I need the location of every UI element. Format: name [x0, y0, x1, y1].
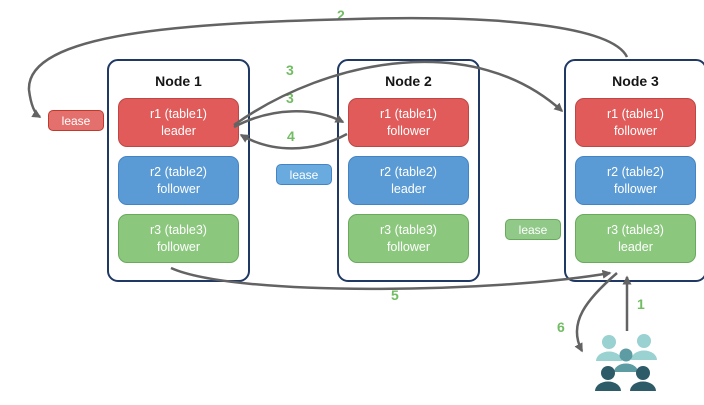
replica-name: r3 (table3) — [150, 223, 207, 238]
step-label-6: 6 — [557, 319, 565, 335]
replica-role: follower — [386, 123, 431, 138]
lease-badge-green: lease — [505, 219, 561, 240]
step-label-5: 5 — [391, 287, 399, 303]
step-label-1: 1 — [637, 296, 645, 312]
replica-role: leader — [161, 123, 196, 138]
node-3-card: Node 3 r1 (table1) follower r2 (table2) … — [564, 59, 704, 282]
step-label-2: 2 — [337, 7, 345, 23]
step-label-3b: 3 — [286, 90, 294, 106]
replica-role: follower — [156, 239, 201, 254]
node-1-title: Node 1 — [155, 73, 202, 89]
replica-name: r1 (table1) — [150, 107, 207, 122]
replica-role: leader — [391, 181, 426, 196]
node-2-replica-r2: r2 (table2) leader — [348, 156, 469, 205]
lease-badge-red: lease — [48, 110, 104, 131]
users-group-icon — [595, 334, 657, 391]
node-2-card: Node 2 r1 (table1) follower r2 (table2) … — [337, 59, 480, 282]
replica-name: r1 (table1) — [380, 107, 437, 122]
replica-name: r2 (table2) — [150, 165, 207, 180]
node-2-replica-r3: r3 (table3) follower — [348, 214, 469, 263]
replica-name: r3 (table3) — [607, 223, 664, 238]
node-2-replica-r1: r1 (table1) follower — [348, 98, 469, 147]
replica-name: r3 (table3) — [380, 223, 437, 238]
replica-name: r1 (table1) — [607, 107, 664, 122]
replica-role: follower — [156, 181, 201, 196]
step-label-3a: 3 — [286, 62, 294, 78]
node-1-replica-r1: r1 (table1) leader — [118, 98, 239, 147]
lease-badge-blue: lease — [276, 164, 332, 185]
node-2-title: Node 2 — [385, 73, 432, 89]
node-1-replica-r3: r3 (table3) follower — [118, 214, 239, 263]
replica-name: r2 (table2) — [607, 165, 664, 180]
arrow-step3-node1-to-node2 — [233, 110, 345, 129]
replica-role: leader — [618, 239, 653, 254]
step-label-4: 4 — [287, 128, 295, 144]
node-3-title: Node 3 — [612, 73, 659, 89]
replica-name: r2 (table2) — [380, 165, 437, 180]
replica-role: follower — [613, 123, 658, 138]
replica-role: follower — [613, 181, 658, 196]
replica-role: follower — [386, 239, 431, 254]
node-1-card: Node 1 r1 (table1) leader r2 (table2) fo… — [107, 59, 250, 282]
node-1-replica-r2: r2 (table2) follower — [118, 156, 239, 205]
node-3-replica-r2: r2 (table2) follower — [575, 156, 696, 205]
node-3-replica-r1: r1 (table1) follower — [575, 98, 696, 147]
node-3-replica-r3: r3 (table3) leader — [575, 214, 696, 263]
